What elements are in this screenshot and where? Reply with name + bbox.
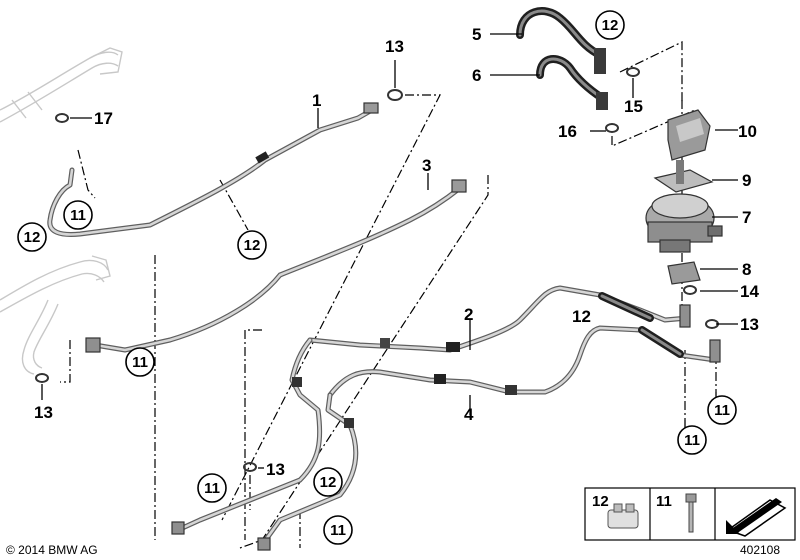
lower-pipes bbox=[171, 337, 359, 551]
label-6: 6 bbox=[472, 66, 481, 85]
legend-label-11: 11 bbox=[656, 493, 672, 510]
circled-12-left: 12 bbox=[17, 222, 47, 252]
hose-5 bbox=[516, 7, 606, 74]
label-13-right: 13 bbox=[740, 315, 759, 334]
pipe-3 bbox=[85, 179, 467, 353]
circled-11-bottom-b: 11 bbox=[323, 515, 353, 545]
parts-legend: 12 11 bbox=[584, 487, 796, 541]
svg-text:11: 11 bbox=[132, 354, 148, 371]
hose-6 bbox=[536, 55, 608, 110]
label-12: 12 bbox=[572, 307, 591, 326]
label-2: 2 bbox=[464, 305, 473, 324]
label-9: 9 bbox=[742, 171, 751, 190]
valve-7 bbox=[645, 193, 723, 253]
seal-rings bbox=[35, 67, 719, 472]
ghost-engine-lines-left bbox=[0, 255, 111, 375]
label-17: 17 bbox=[94, 109, 113, 128]
label-16: 16 bbox=[558, 122, 577, 141]
clip-icon bbox=[607, 503, 639, 529]
legend-label-12: 12 bbox=[592, 493, 609, 510]
label-14: 14 bbox=[740, 282, 759, 301]
dash-dot-leaders bbox=[60, 41, 717, 549]
label-5: 5 bbox=[472, 25, 481, 44]
pipe-2 bbox=[307, 285, 691, 353]
bracket-10 bbox=[667, 109, 711, 161]
circled-11-right-a: 11 bbox=[707, 395, 737, 425]
svg-text:11: 11 bbox=[330, 522, 346, 539]
circled-11-right-b: 11 bbox=[677, 425, 707, 455]
label-13-top: 13 bbox=[385, 37, 404, 56]
circled-12-mid: 12 bbox=[237, 230, 267, 260]
circled-12-top: 12 bbox=[595, 10, 625, 40]
svg-text:12: 12 bbox=[602, 17, 619, 34]
copyright-text: © 2014 BMW AG bbox=[6, 543, 98, 557]
svg-text:11: 11 bbox=[684, 432, 700, 449]
circled-11-left-mid: 11 bbox=[125, 347, 155, 377]
circled-12-bottom: 12 bbox=[313, 467, 343, 497]
svg-text:12: 12 bbox=[24, 229, 41, 246]
label-15: 15 bbox=[624, 97, 643, 116]
plate-9 bbox=[653, 160, 714, 193]
label-13-left: 13 bbox=[34, 403, 53, 422]
label-10: 10 bbox=[738, 122, 757, 141]
pipe-4 bbox=[327, 304, 721, 398]
circled-11-left-top: 11 bbox=[63, 200, 93, 230]
svg-text:12: 12 bbox=[320, 474, 337, 491]
image-number: 402108 bbox=[740, 543, 780, 557]
mount-8 bbox=[667, 261, 701, 285]
pipe-1 bbox=[47, 102, 379, 237]
ghost-engine-lines-top-left bbox=[0, 47, 123, 123]
label-13-bottom: 13 bbox=[266, 460, 285, 479]
circled-11-bottom-a: 11 bbox=[197, 473, 227, 503]
svg-text:11: 11 bbox=[70, 207, 86, 224]
label-7: 7 bbox=[742, 208, 751, 227]
arrow-icon bbox=[726, 498, 787, 537]
bolt-icon bbox=[685, 493, 697, 533]
svg-text:11: 11 bbox=[204, 480, 220, 497]
label-4: 4 bbox=[464, 405, 474, 424]
circled-labels: 12 11 12 12 11 11 11 11 bbox=[17, 10, 737, 545]
label-3: 3 bbox=[422, 156, 431, 175]
label-8: 8 bbox=[742, 260, 751, 279]
svg-text:11: 11 bbox=[714, 402, 730, 419]
part-number-labels: 1 2 3 4 5 6 7 8 9 10 12 13 13 13 13 14 1… bbox=[34, 25, 759, 479]
svg-text:12: 12 bbox=[244, 237, 261, 254]
label-1: 1 bbox=[312, 91, 321, 110]
